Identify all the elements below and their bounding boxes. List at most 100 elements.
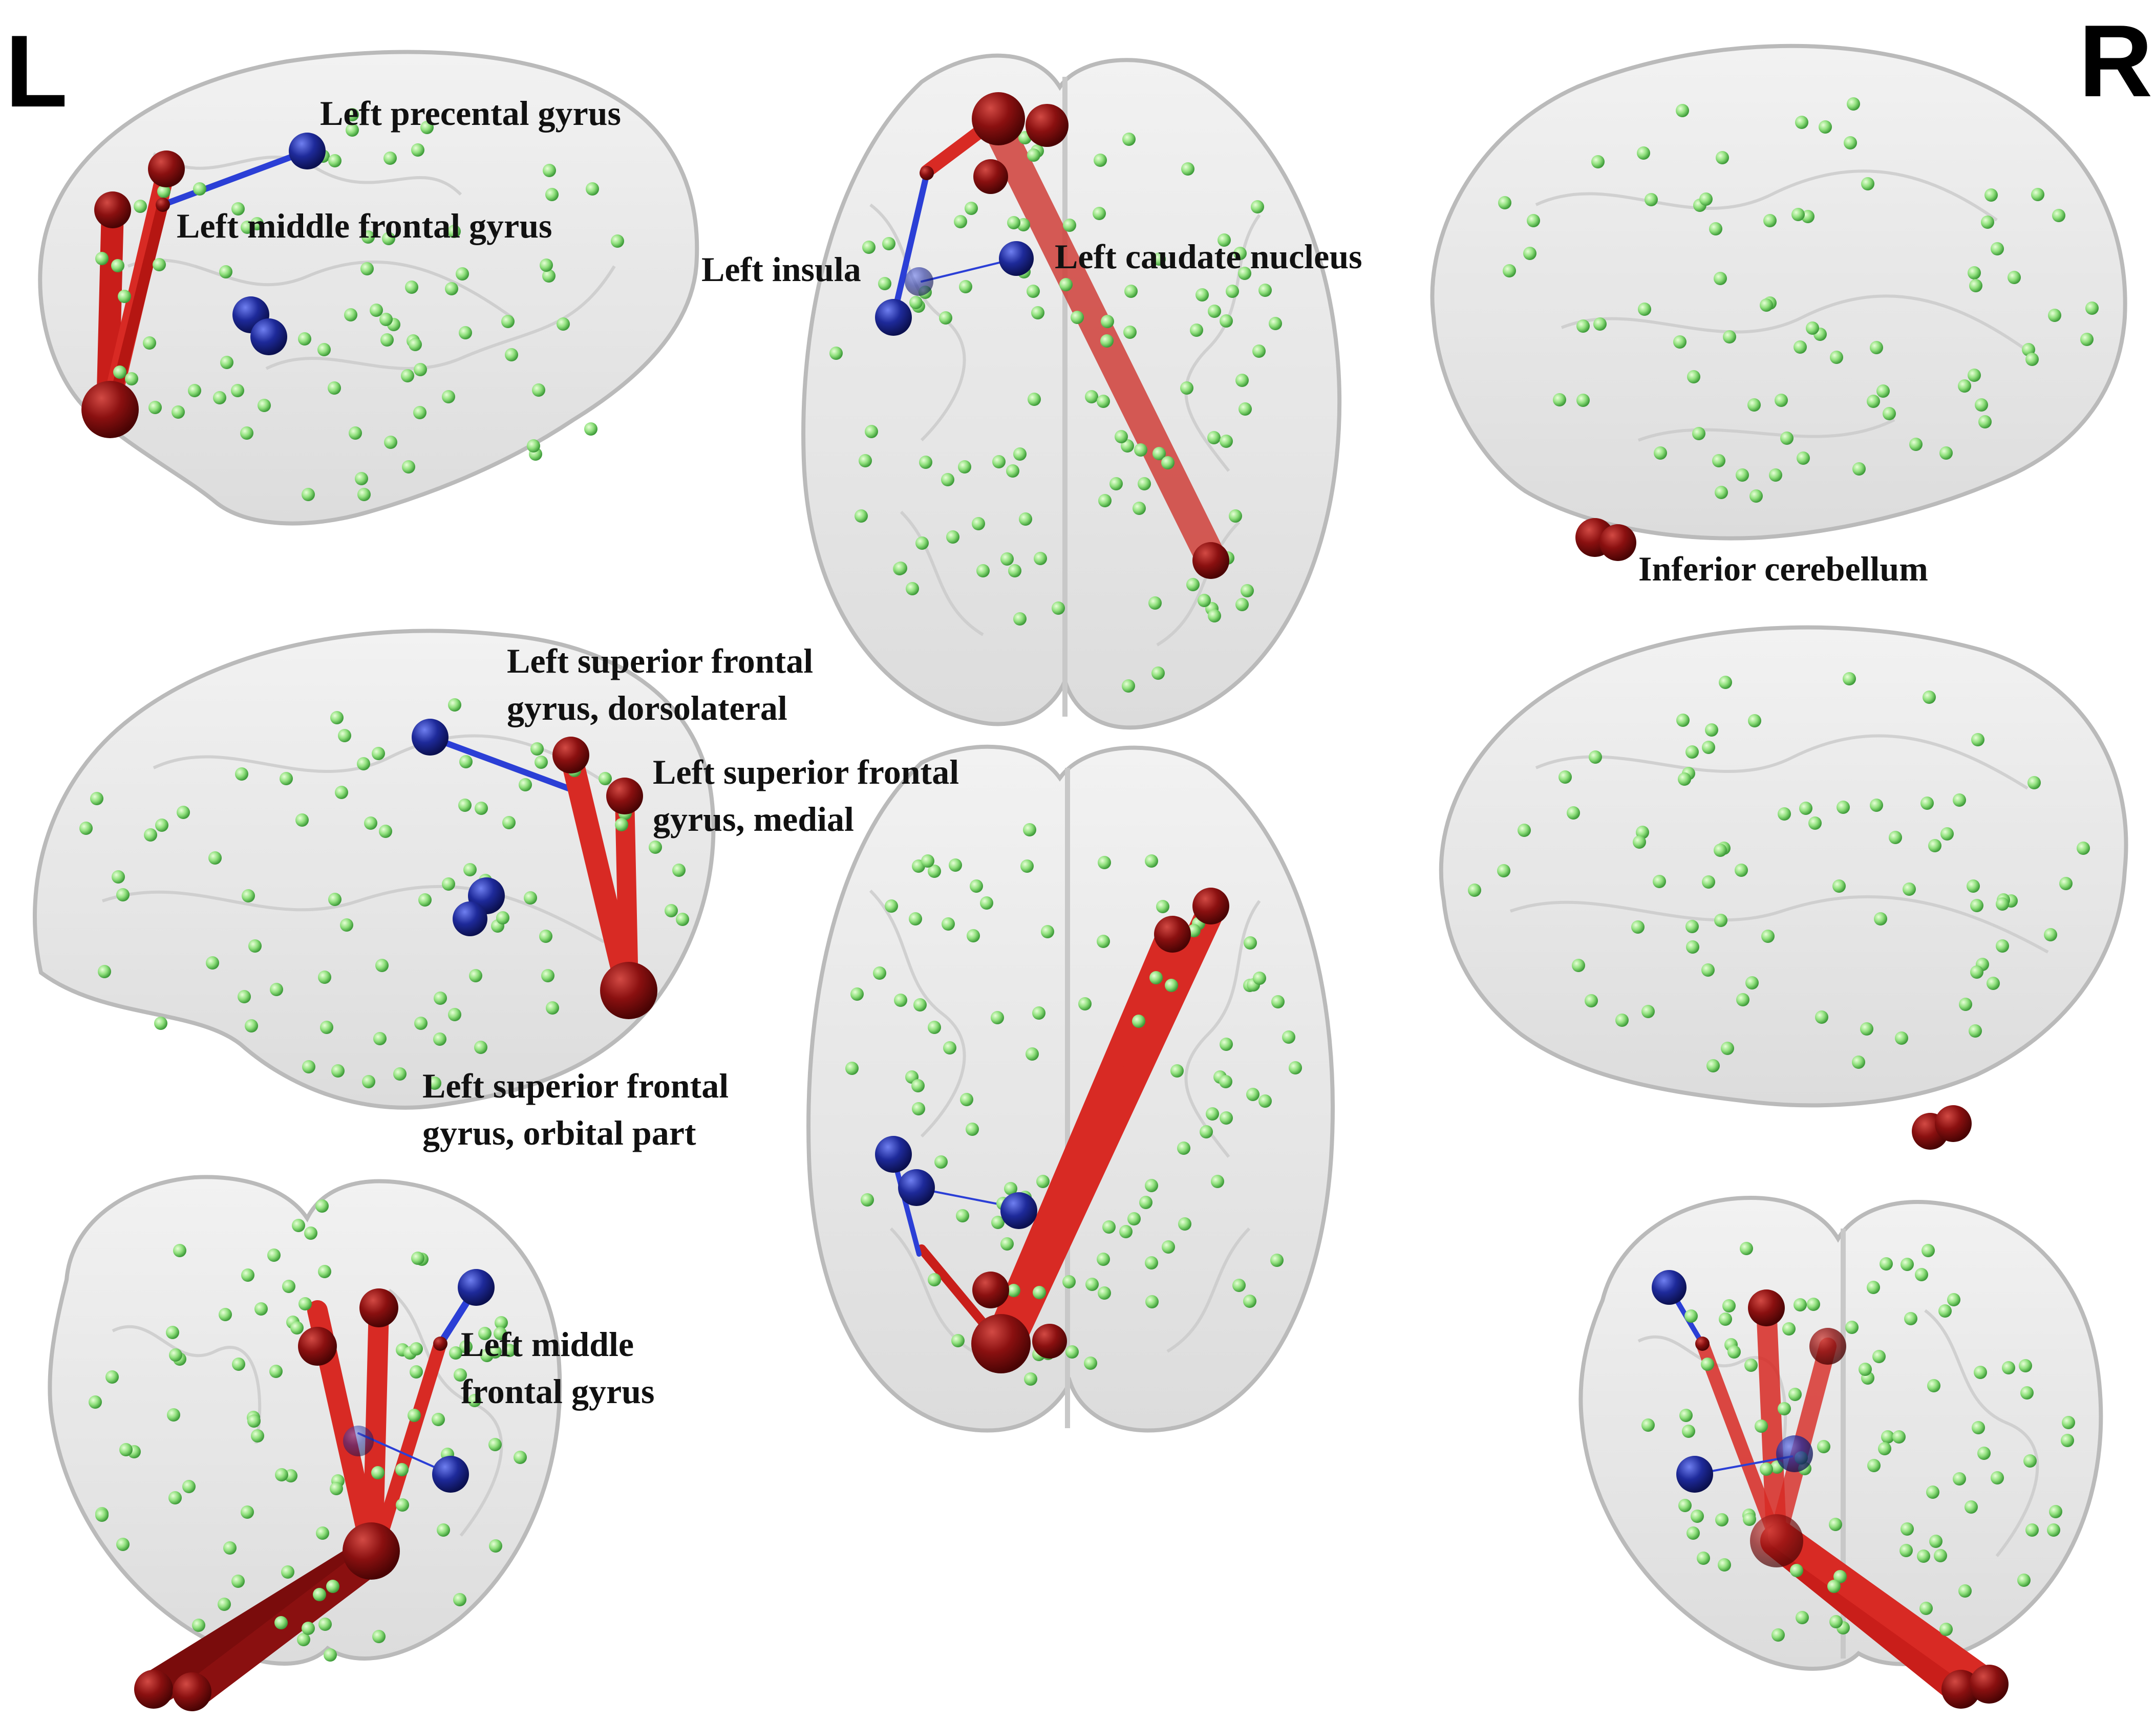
- node-green: [1170, 1064, 1184, 1078]
- node-blue: [1676, 1456, 1713, 1493]
- node-green: [1244, 936, 1257, 950]
- node-green: [1122, 679, 1135, 693]
- node-green: [1817, 1440, 1830, 1453]
- node-green: [1984, 188, 1998, 202]
- node-green: [1593, 317, 1607, 331]
- node-green: [408, 1409, 421, 1422]
- node-green: [489, 1539, 502, 1553]
- node-green: [346, 108, 359, 121]
- node-red: [973, 159, 1008, 194]
- node-green: [1876, 384, 1890, 398]
- node-green: [250, 217, 264, 230]
- node-green: [1861, 177, 1874, 190]
- node-green: [182, 1480, 196, 1493]
- node-green: [1975, 398, 1988, 412]
- edge-positive: [362, 1298, 389, 1561]
- node-green: [410, 1342, 423, 1355]
- brain-top-axial: [801, 53, 1342, 730]
- node-green: [1115, 430, 1128, 443]
- node-green: [344, 308, 357, 321]
- node-green: [1721, 1042, 1734, 1055]
- node-green: [1775, 394, 1788, 407]
- node-green: [1641, 1005, 1655, 1018]
- node-green: [1679, 1409, 1693, 1422]
- node-green: [894, 994, 907, 1007]
- node-green: [1799, 802, 1812, 815]
- node-green: [208, 851, 222, 865]
- node-red: [1750, 1514, 1803, 1567]
- node-green: [362, 1075, 375, 1088]
- node-green: [976, 564, 990, 577]
- node-green: [1970, 965, 1983, 979]
- node-green: [1226, 285, 1239, 298]
- label-left-sfg-medial: Left superior frontal gyrus, medial: [653, 752, 959, 838]
- node-green: [1576, 394, 1590, 407]
- node-green: [1576, 319, 1590, 333]
- node-red: [1935, 1105, 1972, 1142]
- node-green: [275, 1468, 288, 1481]
- node-green: [1122, 133, 1136, 146]
- node-green: [1119, 1225, 1133, 1238]
- node-green: [1806, 321, 1819, 335]
- node-green: [298, 332, 311, 346]
- node-green: [1246, 1088, 1260, 1101]
- node-green: [1591, 155, 1605, 168]
- node-green: [960, 1093, 973, 1106]
- node-green: [328, 154, 341, 167]
- node-green: [1063, 219, 1076, 232]
- node-green: [245, 1019, 258, 1032]
- node-green: [1867, 1459, 1881, 1472]
- node-green: [1889, 831, 1902, 844]
- node-green: [1971, 733, 1984, 746]
- node-green: [172, 405, 185, 419]
- node-green: [1691, 1510, 1704, 1523]
- node-green: [274, 1616, 288, 1629]
- node-green: [1685, 920, 1699, 933]
- edge-positive: [560, 744, 638, 1002]
- node-green: [361, 230, 375, 244]
- node-green: [954, 215, 967, 228]
- node-green: [371, 1466, 385, 1479]
- node-red: [343, 1522, 400, 1580]
- node-green: [1235, 374, 1249, 387]
- node-green: [1024, 1372, 1037, 1386]
- node-green: [1685, 745, 1699, 759]
- node-green: [1705, 723, 1718, 737]
- node-green: [206, 956, 219, 970]
- node-blue: [1776, 1435, 1813, 1472]
- node-green: [1881, 1430, 1894, 1444]
- node-green: [1791, 208, 1805, 221]
- node-red: [1809, 1328, 1846, 1365]
- node-green: [98, 965, 111, 978]
- node-red: [359, 1288, 398, 1327]
- node-green: [1178, 1217, 1191, 1231]
- node-green: [909, 912, 922, 925]
- node-green: [112, 870, 125, 884]
- node-green: [1177, 1142, 1190, 1155]
- node-green: [530, 742, 544, 756]
- node-green: [474, 1041, 487, 1054]
- node-blue: [999, 241, 1034, 276]
- node-green: [1687, 1526, 1700, 1540]
- node-green: [405, 281, 418, 294]
- node-green: [447, 225, 461, 238]
- node-green: [410, 1365, 423, 1379]
- node-green: [1972, 1421, 1985, 1434]
- node-green: [292, 1219, 305, 1232]
- node-green: [1969, 1024, 1982, 1038]
- node-green: [1928, 839, 1941, 852]
- node-green: [911, 1079, 925, 1092]
- node-green: [231, 1575, 245, 1588]
- node-green: [1098, 494, 1112, 507]
- node-red: [173, 1672, 211, 1711]
- node-green: [855, 509, 868, 523]
- node-green: [409, 338, 422, 351]
- node-green: [1709, 222, 1722, 235]
- node-green: [1211, 1175, 1224, 1188]
- label-left-precentral-gyrus: Left precental gyrus: [320, 94, 621, 133]
- node-red: [972, 1272, 1009, 1308]
- node-green: [282, 1280, 295, 1293]
- node-green: [1892, 1430, 1906, 1444]
- node-green: [503, 1344, 516, 1357]
- node-green: [1878, 1442, 1891, 1455]
